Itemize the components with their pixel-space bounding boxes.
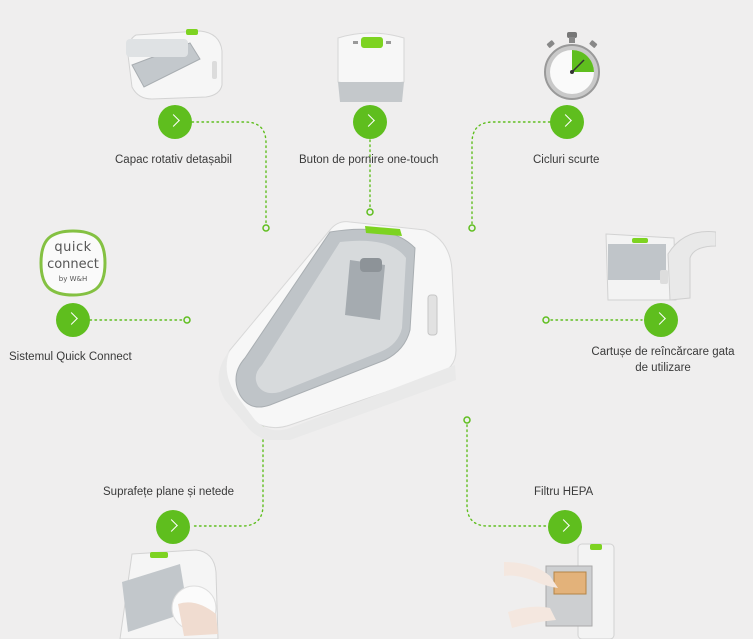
cartridges-button[interactable] bbox=[644, 303, 678, 337]
short-cycles-button[interactable] bbox=[550, 105, 584, 139]
flat-surfaces-image bbox=[119, 549, 219, 639]
flat-surfaces-label: Suprafețe plane și netede bbox=[103, 486, 235, 498]
quick-connect-logo-line2: connect bbox=[47, 257, 99, 272]
short-cycles-label: Cicluri scurte bbox=[533, 154, 600, 166]
rotating-cover-image bbox=[126, 29, 223, 100]
quick-connect-logo-line3: by W&H bbox=[58, 275, 88, 283]
quick-connect-label: Sistemul Quick Connect bbox=[9, 351, 132, 363]
cartridges-label-line2: de utilizare bbox=[635, 362, 691, 374]
cartridges-label: Cartușe de reîncărcare gata de utilizare bbox=[583, 344, 743, 376]
one-touch-button-image bbox=[337, 32, 405, 102]
one-touch-button[interactable] bbox=[353, 105, 387, 139]
quick-connect-logo-line1: quick bbox=[54, 240, 92, 255]
flat-surfaces-button[interactable] bbox=[156, 510, 190, 544]
stopwatch-icon bbox=[544, 32, 600, 100]
hepa-filter-button[interactable] bbox=[548, 510, 582, 544]
one-touch-label: Buton de pornire one-touch bbox=[299, 154, 439, 166]
quick-connect-button[interactable] bbox=[56, 303, 90, 337]
rotating-cover-button[interactable] bbox=[158, 105, 192, 139]
cartridges-label-line1: Cartușe de reîncărcare gata bbox=[591, 346, 735, 358]
cartridge-image bbox=[605, 230, 716, 301]
hepa-filter-label: Filtru HEPA bbox=[534, 486, 594, 498]
hepa-filter-image bbox=[504, 543, 615, 639]
rotating-cover-label: Capac rotativ detașabil bbox=[115, 154, 232, 166]
quick-connect-logo: quick connect by W&H bbox=[38, 228, 108, 298]
sterilizer-device-image bbox=[218, 221, 457, 440]
